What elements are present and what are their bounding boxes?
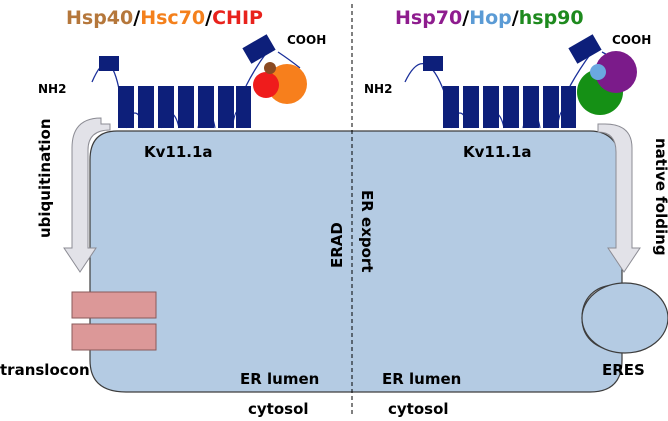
er-bud-cover (610, 290, 624, 348)
title-separator: / (205, 7, 212, 29)
right-helix (463, 86, 479, 128)
right-c-terminal-domain (568, 34, 602, 64)
left-helix (138, 86, 154, 128)
chip-ball (253, 72, 279, 98)
hsp90-label: hsp90 (519, 7, 584, 29)
hop-ball (590, 64, 606, 80)
left-helix (158, 86, 174, 128)
cytosol-right-label: cytosol (388, 400, 449, 418)
eres-label: ERES (602, 361, 645, 379)
hsp40-label: Hsp40 (66, 7, 133, 29)
translocon-block (71, 291, 157, 319)
title-separator: / (512, 7, 519, 29)
left-channel: NH2 COOH Kv11.1a (38, 33, 326, 161)
right-n-terminal-domain (423, 56, 443, 71)
left-n-terminal-domain (99, 56, 119, 71)
right-helix (543, 86, 559, 128)
left-helix (236, 86, 251, 128)
left-helix (118, 86, 134, 128)
left-helix (218, 86, 234, 128)
hsp70-label: Hsp70 (395, 7, 462, 29)
right-cooh-label: COOH (612, 33, 651, 47)
left-helix (178, 86, 194, 128)
right-helix (483, 86, 499, 128)
hsc70-ball (267, 64, 307, 104)
right-helix (443, 86, 459, 128)
hop-label: Hop (469, 7, 512, 29)
ubiquitination-arrow (63, 117, 111, 273)
erad-label: ERAD (328, 222, 346, 268)
translocon-label: translocon (0, 361, 90, 379)
right-channel: NH2 COOH Kv11.1a (364, 33, 651, 161)
right-helix (561, 86, 576, 128)
right-helix (523, 86, 539, 128)
left-chaperone-title: Hsp40/Hsc70/CHIP (66, 7, 263, 29)
right-nh2-label: NH2 (364, 82, 392, 96)
er-membrane (89, 130, 623, 393)
left-cooh-label: COOH (287, 33, 326, 47)
right-helix (503, 86, 519, 128)
hsc70-label: Hsc70 (140, 7, 205, 29)
left-helix (198, 86, 214, 128)
left-c-terminal-domain (242, 34, 276, 64)
left-helices (118, 86, 251, 128)
native-folding-arrow (597, 123, 641, 273)
eres-bud (581, 282, 668, 354)
chip-label: CHIP (212, 7, 263, 29)
hsp40-ball (264, 62, 276, 74)
hsp70-ball (595, 51, 637, 93)
right-helices (443, 86, 576, 128)
er-lumen-right-label: ER lumen (382, 370, 461, 388)
cytosol-left-label: cytosol (248, 400, 309, 418)
translocon-block (71, 323, 157, 351)
right-channel-name: Kv11.1a (463, 143, 532, 161)
ubiquitination-label: ubiquitination (36, 118, 54, 238)
native-folding-label: native folding (652, 138, 668, 256)
title-separator: / (462, 7, 469, 29)
left-channel-name: Kv11.1a (144, 143, 213, 161)
title-separator: / (133, 7, 140, 29)
er-lumen-left-label: ER lumen (240, 370, 319, 388)
er-export-label: ER export (358, 190, 376, 272)
left-nh2-label: NH2 (38, 82, 66, 96)
right-chaperone-title: Hsp70/Hop/hsp90 (395, 7, 584, 29)
